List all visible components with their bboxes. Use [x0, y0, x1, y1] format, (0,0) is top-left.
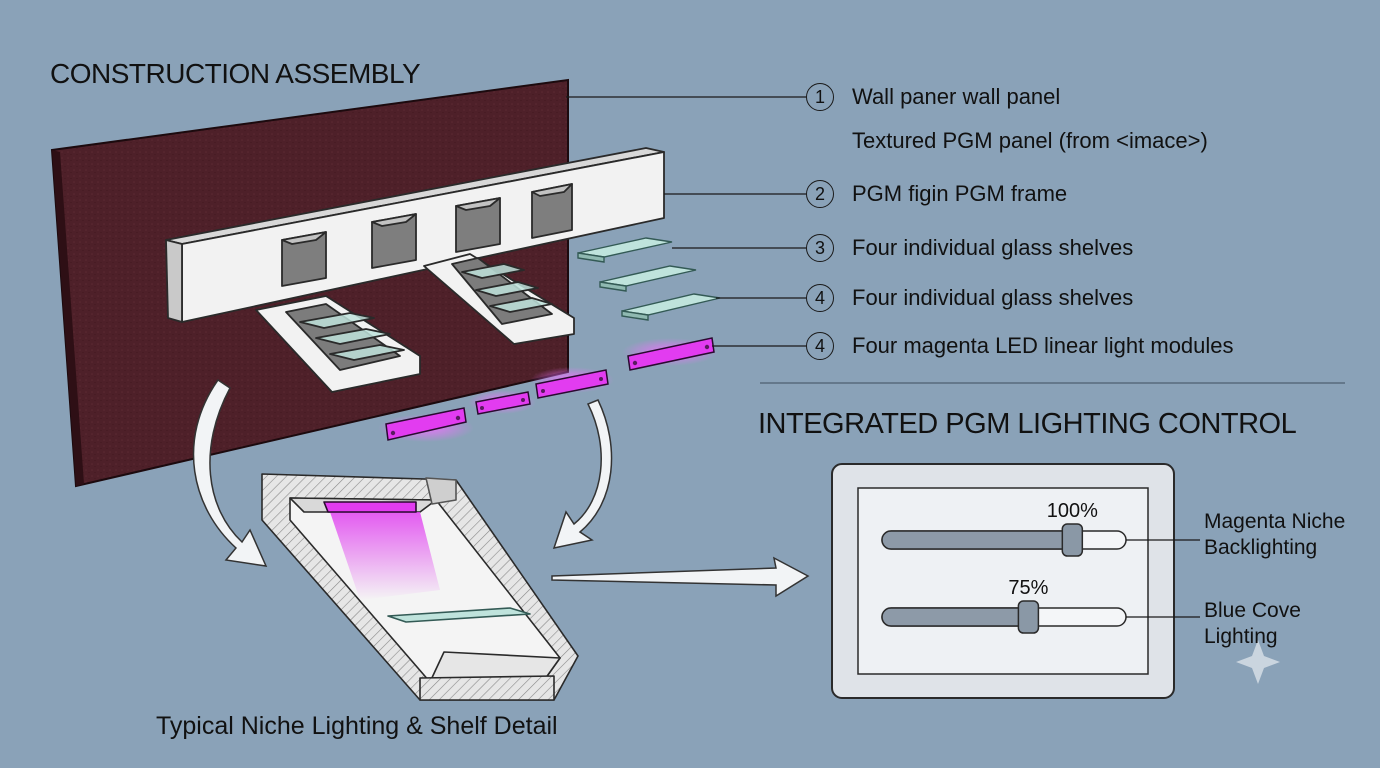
- curved-arrow-left: [192, 378, 268, 567]
- slider-label-blue: Blue Cove Lighting: [1204, 598, 1301, 650]
- leader-lines: [566, 96, 806, 347]
- callout-glass-shelves-b: 4 Four individual glass shelves: [806, 283, 1133, 313]
- callout-label: Four individual glass shelves: [852, 235, 1134, 260]
- slider-label-line: Backlighting: [1204, 536, 1318, 559]
- detail-caption: Typical Niche Lighting & Shelf Detail: [156, 712, 558, 740]
- callout-label: Wall paner wall panel: [852, 84, 1061, 109]
- callout-number: 4: [806, 332, 834, 360]
- slider-value-blue: 75%: [1008, 577, 1049, 599]
- led-modules: [378, 337, 718, 442]
- straight-arrow: [551, 556, 810, 598]
- callout-number: 4: [806, 284, 834, 312]
- curved-arrow-right: [552, 399, 613, 550]
- lighting-control-panel: [831, 463, 1175, 699]
- glass-shelves: [577, 237, 721, 321]
- callout-wall-panel: 1 Wall paner wall panel: [806, 82, 1060, 112]
- panel-note: Textured PGM panel (from <imace>): [852, 128, 1208, 153]
- slider-track-magenta[interactable]: [881, 530, 1127, 550]
- niche-detail: [261, 473, 579, 701]
- slider-label-line: Lighting: [1204, 625, 1278, 648]
- callout-label: PGM figin PGM frame: [852, 181, 1068, 206]
- pgm-frame: [165, 147, 665, 393]
- slider-track-blue[interactable]: [881, 607, 1127, 627]
- sparkle-icon: [1236, 640, 1280, 684]
- callout-number: 1: [806, 83, 834, 111]
- callout-glass-shelves-a: 3 Four individual glass shelves: [806, 233, 1133, 263]
- slider-value-magenta: 100%: [1046, 500, 1098, 522]
- callout-number: 2: [806, 180, 834, 208]
- callout-label: Four individual glass shelves: [852, 285, 1134, 310]
- callout-led-modules: 4 Four magenta LED linear light modules: [806, 331, 1234, 361]
- assembly-title: CONSTRUCTION ASSEMBLY: [50, 58, 421, 89]
- slider-knob-magenta[interactable]: [1061, 523, 1084, 557]
- slider-label-magenta: Magenta Niche Backlighting: [1204, 509, 1345, 561]
- callout-frame: 2 PGM figin PGM frame: [806, 179, 1067, 209]
- slider-knob-blue[interactable]: [1017, 600, 1040, 634]
- callout-number: 3: [806, 234, 834, 262]
- slider-label-line: Magenta Niche: [1204, 510, 1346, 533]
- slider-label-line: Blue Cove: [1204, 599, 1301, 622]
- control-title: INTEGRATED PGM LIGHTING CONTROL: [758, 408, 1297, 440]
- callout-label: Four magenta LED linear light modules: [852, 333, 1234, 358]
